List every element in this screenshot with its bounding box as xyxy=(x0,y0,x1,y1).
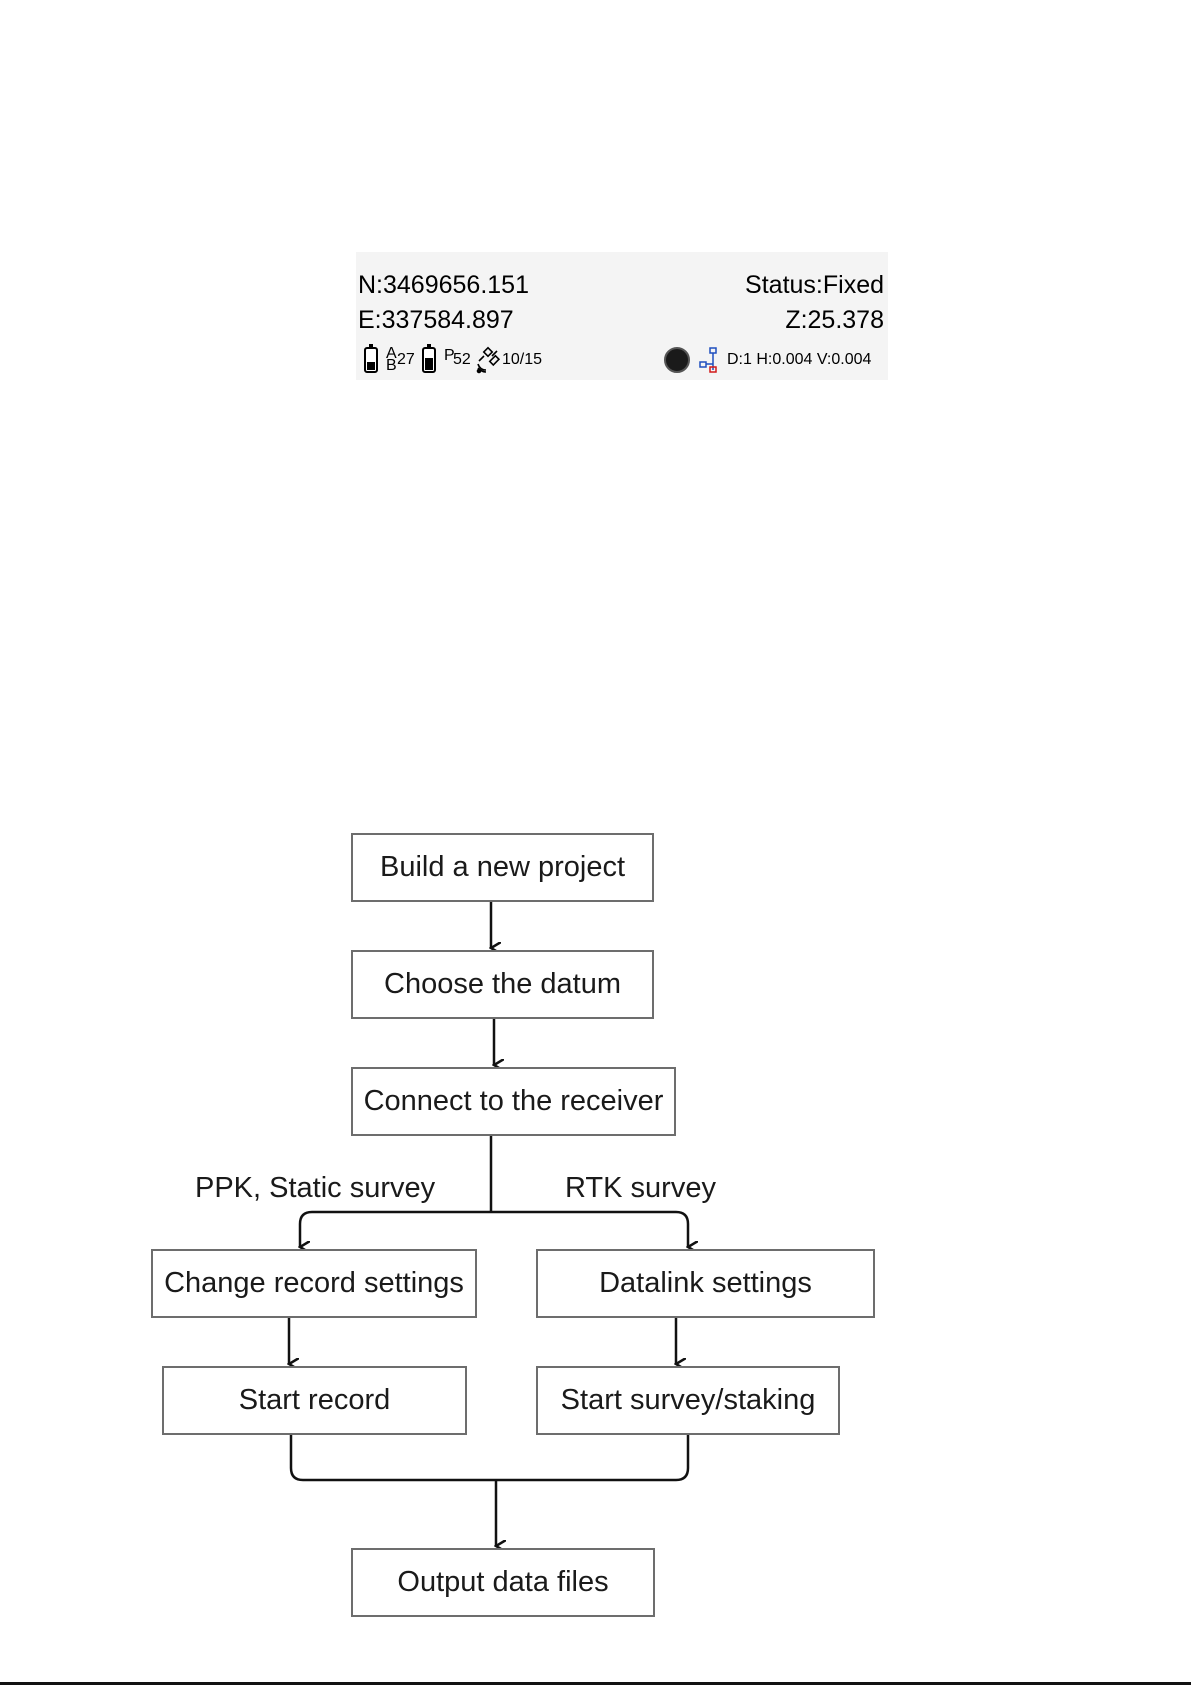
fix-status: Status:Fixed xyxy=(745,270,884,300)
status-icon-row: A B 27 P 52 xyxy=(356,344,888,376)
satellite-count: 10/15 xyxy=(502,344,542,376)
battery-p-value: 52 xyxy=(453,344,471,376)
flow-node-record-settings: Change record settings xyxy=(151,1249,477,1318)
battery-a-icon xyxy=(364,344,378,376)
flow-node-start-survey: Start survey/staking xyxy=(536,1366,840,1435)
flow-node-connect-receiver: Connect to the receiver xyxy=(351,1067,676,1136)
battery-a-label-bottom: B xyxy=(386,360,397,372)
battery-p-icon xyxy=(422,344,436,376)
network-icon xyxy=(698,344,720,376)
record-icon[interactable] xyxy=(664,344,690,376)
branch-label-ppk-static: PPK, Static survey xyxy=(195,1172,435,1205)
elevation-z: Z:25.378 xyxy=(785,305,884,335)
gnss-status-panel: N:3469656.151 E:337584.897 Status:Fixed … xyxy=(356,252,888,380)
north-coordinate: N:3469656.151 xyxy=(358,270,529,300)
flow-node-choose-datum: Choose the datum xyxy=(351,950,654,1019)
battery-a-value: 27 xyxy=(397,344,415,376)
connector-merge xyxy=(291,1435,688,1480)
flow-node-start-record: Start record xyxy=(162,1366,467,1435)
flow-node-datalink-settings: Datalink settings xyxy=(536,1249,875,1318)
battery-a-label: A B xyxy=(386,344,397,376)
arrow-branch-right xyxy=(491,1212,688,1247)
precision-readout: D:1 H:0.004 V:0.004 xyxy=(727,344,871,376)
branch-label-rtk: RTK survey xyxy=(565,1172,716,1205)
flow-node-output-files: Output data files xyxy=(351,1548,655,1617)
east-coordinate: E:337584.897 xyxy=(358,305,514,335)
satellite-icon xyxy=(475,344,501,376)
arrow-branch-left xyxy=(300,1212,491,1247)
flow-node-build-project: Build a new project xyxy=(351,833,654,902)
